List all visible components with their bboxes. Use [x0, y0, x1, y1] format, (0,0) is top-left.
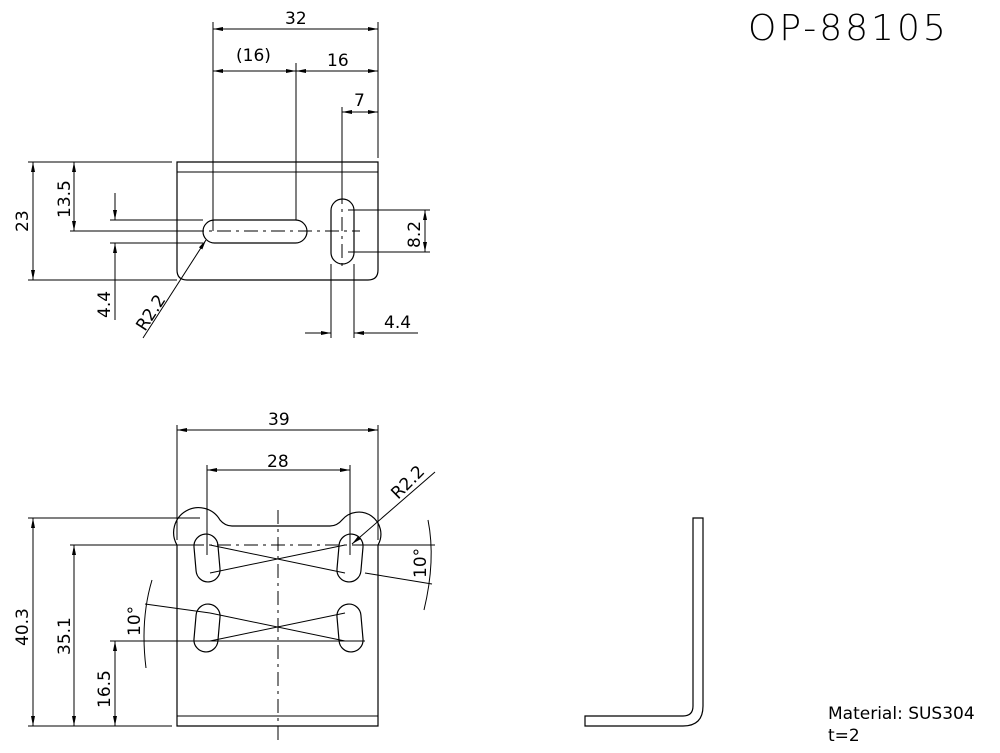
dim-front-height: 40.3 — [13, 608, 33, 646]
top-view: 32 (16) 16 7 23 13.5 4.4 R2.2 8.2 4.4 — [13, 9, 430, 339]
mounting-slots — [193, 533, 364, 653]
dim-height: 23 — [13, 210, 33, 232]
side-view-profile — [584, 517, 704, 727]
dim-width: 39 — [268, 410, 290, 430]
dim-slot-width: 4.4 — [95, 291, 115, 318]
dim-ref-half: (16) — [236, 46, 271, 66]
dim-half: 16 — [327, 51, 349, 71]
material-note: Material: SUS304 — [828, 704, 975, 724]
plate-outline — [173, 507, 382, 727]
dim-slot-height: 13.5 — [55, 180, 75, 218]
front-view: 39 28 R2.2 40.3 35.1 16.5 10° 10° — [13, 410, 436, 742]
dim-upper-holes: 35.1 — [55, 617, 75, 655]
plate-outline — [176, 161, 379, 281]
dim-vslot-length: 8.2 — [405, 221, 425, 248]
dim-hole-pitch: 28 — [267, 452, 289, 472]
dim-angle-left: 10° — [125, 606, 145, 636]
dim-angle-right: 10° — [411, 548, 431, 578]
dim-overall-width: 32 — [285, 9, 307, 29]
dim-slot-offset: 7 — [354, 91, 365, 111]
dim-lower-holes: 16.5 — [95, 670, 115, 708]
thickness-note: t=2 — [828, 726, 860, 746]
dim-radius-top: R2.2 — [132, 291, 170, 334]
part-number-title: OP-88105 — [748, 8, 949, 49]
dim-vslot-width: 4.4 — [384, 313, 411, 333]
